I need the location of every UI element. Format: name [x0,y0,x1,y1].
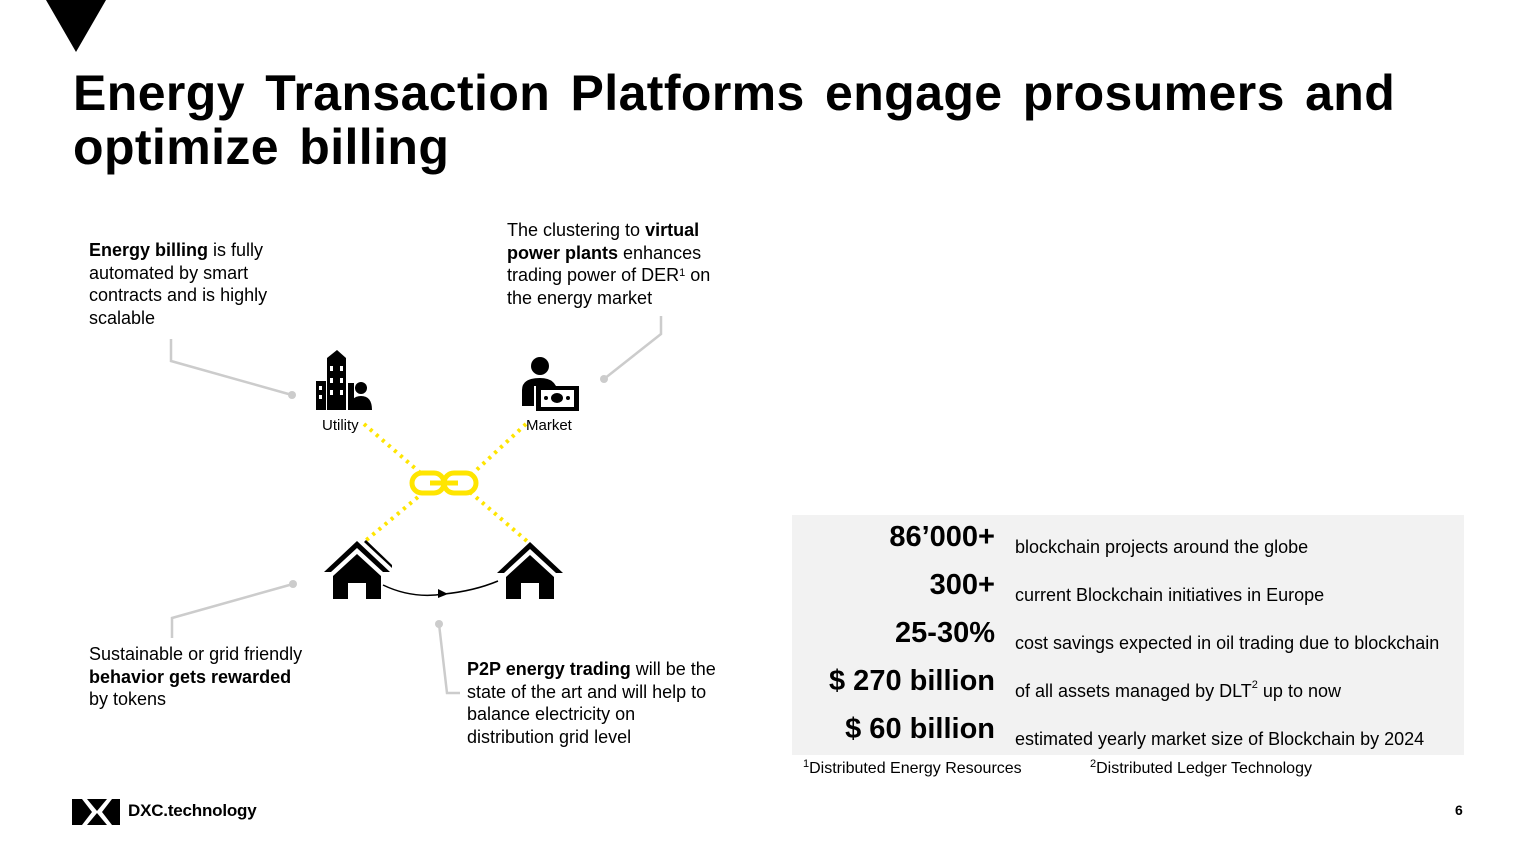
house-icon [497,542,563,599]
stat-description: blockchain projects around the globe [1015,537,1309,557]
stat-description: estimated yearly market size of Blockcha… [1015,729,1425,749]
arrowhead-icon [438,589,448,598]
leader-line-sustainable [170,582,294,638]
person-money-icon [522,357,579,411]
callout-virtual-power-plants: The clustering to virtual power plants e… [507,220,711,308]
dxc-logo-icon [72,799,120,825]
footnote-der: 1Distributed Energy Resources [803,758,1022,777]
footnote-dlt: 2Distributed Ledger Technology [1090,758,1312,777]
corner-triangle-icon [46,0,106,52]
leader-dot-vpp [600,375,608,383]
stat-description: cost savings expected in oil trading due… [1015,633,1440,653]
leader-dot-billing [288,391,296,399]
callout-leader-lines [169,316,663,695]
stat-value: 86’000+ [889,521,995,553]
stat-row: 86’000+ blockchain projects around the g… [792,515,1464,563]
stat-value: 25-30% [895,617,995,649]
callout-energy-billing: Energy billing is fully automated by sma… [89,240,268,328]
stat-value: 300+ [929,569,995,601]
leader-dot-p2p [435,620,443,628]
leader-dot-sustainable [289,580,297,588]
house-icon [324,540,392,599]
stat-value: $ 270 billion [829,665,995,697]
chain-link-icon [409,470,479,496]
brand-wordmark: DXC.technology [128,801,257,820]
leader-line-billing [169,339,293,397]
slide-title: Energy Transaction Platforms engage pros… [73,65,1396,175]
stat-row: 300+ current Blockchain initiatives in E… [792,563,1464,611]
market-label: Market [526,417,572,434]
stat-row: $ 270 billion of all assets managed by D… [792,659,1464,707]
building-person-icon [316,350,372,410]
leader-line-vpp [603,316,663,380]
stat-value: $ 60 billion [845,713,995,745]
callout-p2p-trading: P2P energy trading will be the state of … [467,659,716,747]
statistics-panel: 86’000+ blockchain projects around the g… [792,515,1464,755]
stat-description: of all assets managed by DLT2 up to now [1015,679,1341,701]
page-number: 6 [1455,802,1463,818]
leader-line-p2p [437,623,460,695]
stat-row: $ 60 billion estimated yearly market siz… [792,707,1464,755]
yellow-dotted-links [362,422,530,544]
utility-label: Utility [322,417,359,434]
stat-row: 25-30% cost savings expected in oil trad… [792,611,1464,659]
callout-sustainable-behavior: Sustainable or grid friendly behavior ge… [89,644,303,709]
stat-description: current Blockchain initiatives in Europe [1015,585,1325,605]
p2p-energy-diagram [169,316,663,695]
